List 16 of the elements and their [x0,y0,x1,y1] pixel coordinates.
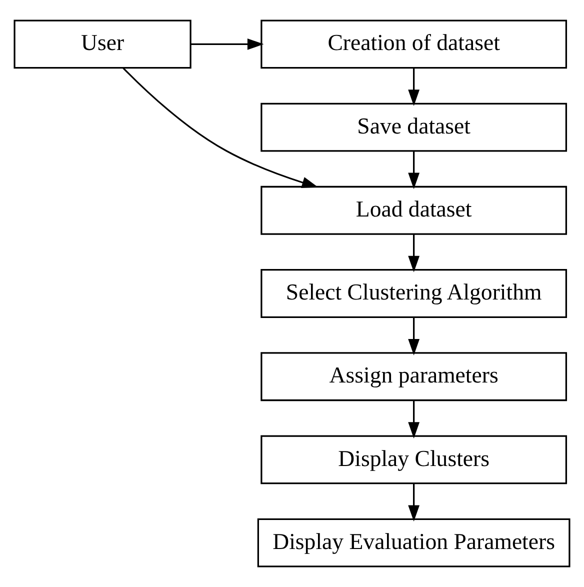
node-box: Load dataset [260,186,568,235]
node-box: Display Evaluation Parameters [257,518,570,568]
arrow [408,68,420,106]
node-box: Select Clustering Algorithm [260,269,568,318]
arrow [408,151,420,190]
arrow [408,234,420,272]
node-box: Creation of dataset [260,20,568,69]
node-box: Assign parameters [260,352,568,402]
arrow [122,68,318,188]
node-box: Save dataset [260,102,568,152]
node-box: User [14,20,192,69]
arrow [408,484,420,522]
arrow [408,317,420,356]
arrow [408,400,420,438]
arrow [190,38,264,50]
node-box: Display Clusters [260,435,568,484]
